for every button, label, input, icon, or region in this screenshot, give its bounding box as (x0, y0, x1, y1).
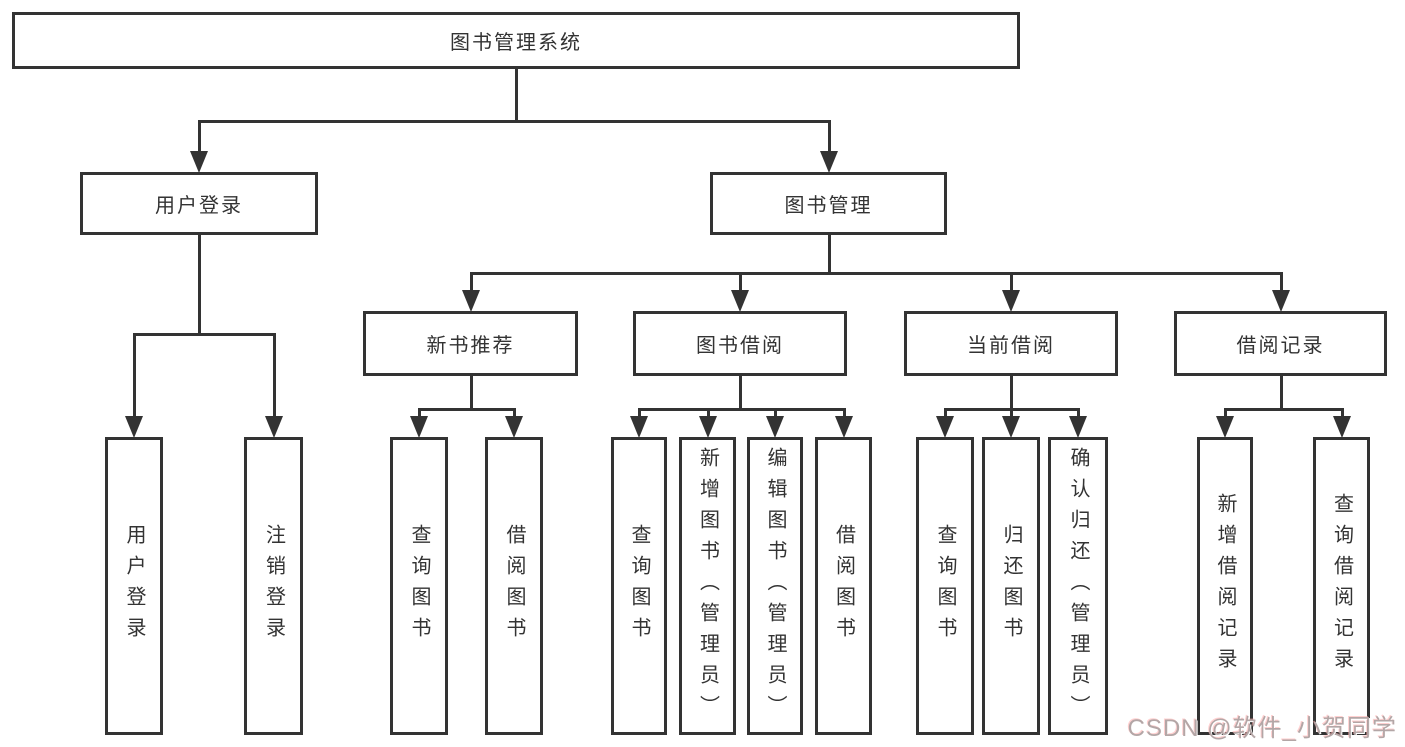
connector-arrow-down (630, 416, 648, 438)
node-v-user-login: 用户登录 (105, 437, 163, 735)
connector-line (198, 120, 201, 152)
connector-arrow-down (835, 416, 853, 438)
connector-line (638, 408, 846, 411)
connector-line (739, 272, 742, 291)
node-v-query-book-1: 查询图书 (390, 437, 448, 735)
node-label: 用户登录 (155, 195, 243, 217)
connector-line (739, 376, 742, 411)
connector-line (1010, 272, 1013, 291)
connector-arrow-down (1272, 290, 1290, 312)
node-label: 图书借阅 (696, 335, 784, 357)
connector-line (198, 235, 201, 336)
node-borrow-record: 借阅记录 (1174, 311, 1387, 376)
node-user-login: 用户登录 (80, 172, 318, 235)
connector-arrow-down (731, 290, 749, 312)
node-v-edit-book-admin: 编辑图书（管理员） (747, 437, 803, 735)
connector-line (828, 120, 831, 152)
node-label: 新书推荐 (426, 335, 515, 357)
node-label: 借阅记录 (1236, 335, 1325, 357)
node-v-query-borrow-record: 查询借阅记录 (1313, 437, 1370, 735)
connector-line (638, 408, 641, 417)
node-label: 用户登录 (123, 524, 145, 648)
node-label: 借阅图书 (832, 524, 855, 648)
node-v-borrow-book-1: 借阅图书 (485, 437, 543, 735)
connector-line (1224, 408, 1344, 411)
connector-line (418, 408, 516, 411)
connector-arrow-down (190, 151, 208, 173)
node-v-query-book-2: 查询图书 (611, 437, 667, 735)
node-label: 借阅图书 (503, 524, 525, 648)
connector-arrow-down (1002, 290, 1020, 312)
node-v-add-borrow-record: 新增借阅记录 (1197, 437, 1253, 735)
node-v-return-book: 归还图书 (982, 437, 1040, 735)
connector-line (198, 120, 831, 123)
node-label: 归还图书 (1000, 524, 1022, 648)
node-v-logout: 注销登录 (244, 437, 303, 735)
node-label: 当前借阅 (967, 335, 1055, 357)
node-label: 注销登录 (262, 524, 285, 648)
connector-arrow-down (766, 416, 784, 438)
connector-line (470, 376, 473, 411)
connector-arrow-down (462, 290, 480, 312)
connector-line (944, 408, 947, 417)
connector-arrow-down (265, 416, 283, 438)
node-current-borrow: 当前借阅 (904, 311, 1118, 376)
node-label: 图书管理系统 (450, 32, 582, 54)
node-v-add-book-admin: 新增图书（管理员） (679, 437, 736, 735)
node-book-management: 图书管理 (710, 172, 947, 235)
connector-line (774, 408, 777, 417)
connector-line (1077, 408, 1080, 417)
connector-line (1341, 408, 1344, 417)
connector-line (843, 408, 846, 417)
connector-arrow-down (936, 416, 954, 438)
node-label: 查询借阅记录 (1330, 493, 1353, 679)
connector-arrow-down (125, 416, 143, 438)
connector-line (470, 272, 473, 291)
connector-line (418, 408, 421, 417)
connector-arrow-down (410, 416, 428, 438)
node-label: 图书管理 (784, 195, 873, 217)
connector-arrow-down (1002, 416, 1020, 438)
node-label: 编辑图书（管理员） (764, 446, 786, 726)
connector-line (1224, 408, 1227, 417)
node-v-query-book-3: 查询图书 (916, 437, 974, 735)
node-label: 查询图书 (628, 524, 650, 648)
connector-line (273, 333, 276, 417)
connector-line (133, 333, 276, 336)
connector-arrow-down (1069, 416, 1087, 438)
connector-line (1280, 376, 1283, 411)
connector-arrow-down (820, 151, 838, 173)
connector-arrow-down (1333, 416, 1351, 438)
node-label: 查询图书 (934, 524, 956, 648)
node-root: 图书管理系统 (12, 12, 1020, 69)
connector-line (707, 408, 710, 417)
connector-line (1010, 376, 1013, 411)
csdn-watermark: CSDN @软件_小贺同学 (1127, 715, 1397, 742)
node-v-confirm-return-admin: 确认归还（管理员） (1048, 437, 1108, 735)
connector-line (515, 69, 518, 123)
connector-arrow-down (505, 416, 523, 438)
node-book-borrow: 图书借阅 (633, 311, 847, 376)
connector-line (1280, 272, 1283, 291)
connector-line (133, 333, 136, 417)
connector-arrow-down (1216, 416, 1234, 438)
node-label: 新增图书（管理员） (696, 446, 719, 726)
connector-line (1010, 408, 1013, 417)
node-label: 新增借阅记录 (1214, 493, 1236, 679)
connector-line (470, 272, 1283, 275)
node-new-book-recommend: 新书推荐 (363, 311, 578, 376)
node-label: 查询图书 (408, 524, 430, 648)
connector-line (513, 408, 516, 417)
connector-arrow-down (699, 416, 717, 438)
connector-line (828, 235, 831, 275)
node-v-borrow-book-2: 借阅图书 (815, 437, 872, 735)
node-label: 确认归还（管理员） (1067, 446, 1089, 726)
